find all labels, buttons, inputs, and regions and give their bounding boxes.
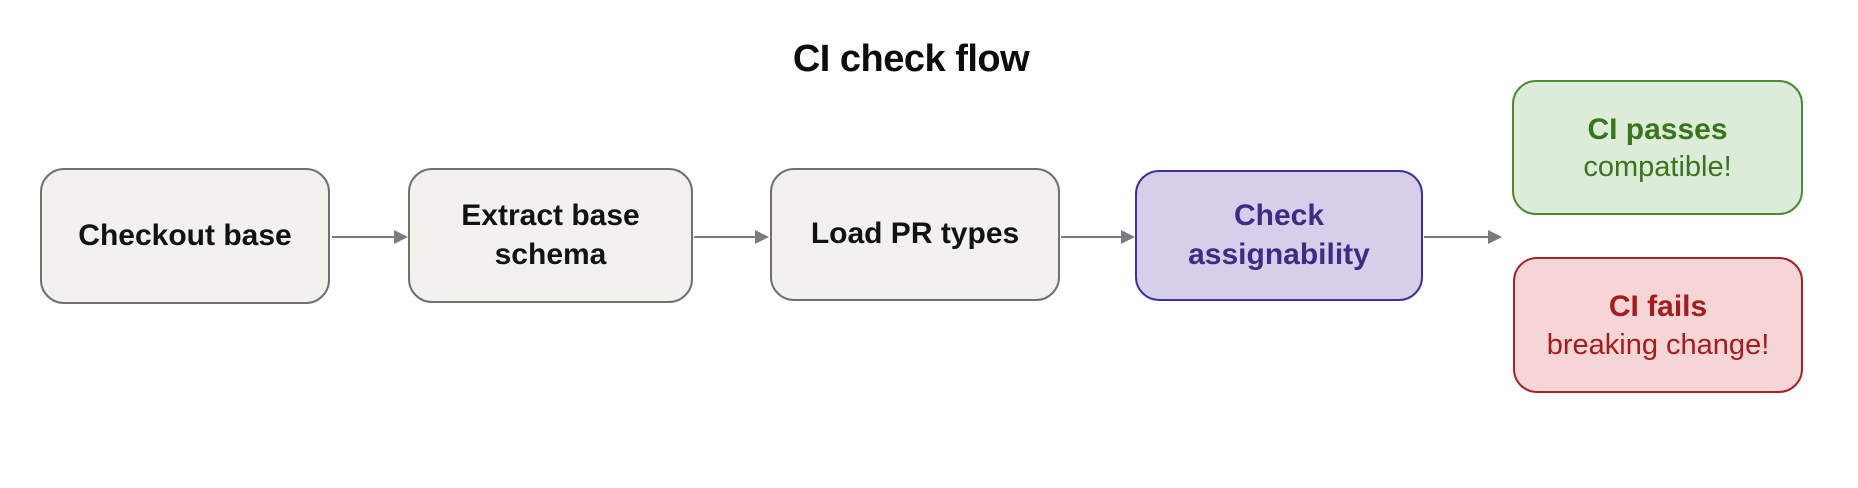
node-label: Extract base schema [461,199,640,271]
node-sublabel: compatible! [1583,151,1732,184]
node-label: Check assignability [1188,199,1370,271]
node-checkout-base: Checkout base [40,168,330,304]
node-check-assignability: Check assignability [1135,170,1423,301]
edge-checkout-to-extract-arrow [332,230,408,244]
node-ci-passes: CI passes compatible! [1512,80,1803,215]
edge-load-to-check-arrow [1061,230,1135,244]
node-sublabel: breaking change! [1546,328,1770,361]
diagram-title: CI check flow [792,38,1030,80]
edge-extract-to-load-arrow [694,230,769,244]
node-label: CI passes [1587,112,1728,146]
node-label: Checkout base [78,218,292,252]
node-label: Load PR types [810,217,1020,251]
node-ci-fails: CI fails breaking change! [1513,257,1803,393]
edge-check-to-outcomes-arrow [1424,230,1502,244]
node-load-pr-types: Load PR types [770,168,1060,301]
node-extract-base-schema: Extract base schema [408,168,693,303]
node-label: CI fails [1608,290,1708,324]
